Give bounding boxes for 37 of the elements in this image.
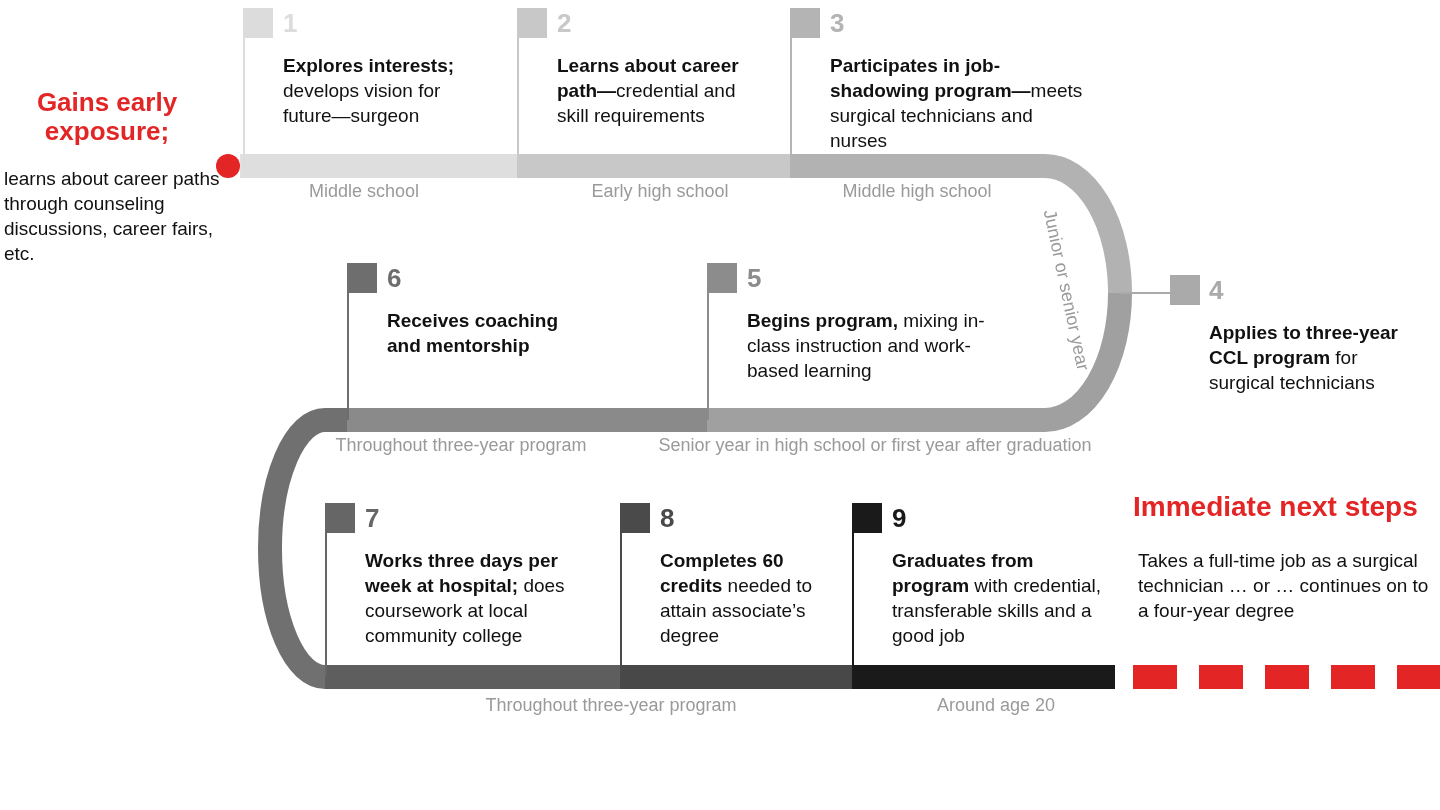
timeline-track	[517, 154, 790, 178]
step-number: 5	[747, 263, 762, 293]
step-number: 7	[365, 503, 380, 533]
timeline-track	[240, 154, 243, 178]
step-description: Begins program, mixing in-class instruction and work-based learning	[747, 309, 986, 383]
step-description: Learns about career path—credential and skill requirements	[557, 54, 740, 128]
step-number: 6	[387, 263, 402, 293]
stage-label: Around age 20	[936, 694, 1056, 716]
timeline-track	[258, 408, 347, 689]
timeline-track	[790, 154, 1132, 294]
step-number: 3	[830, 8, 845, 38]
step-number: 8	[660, 503, 675, 533]
step-description: Explores interests; develops vision for future—surgeon	[283, 54, 456, 128]
step-description: Graduates from program with credential, transferable skills and a good job	[892, 549, 1103, 648]
timeline-track	[325, 665, 620, 689]
stage-label: Middle high school	[842, 180, 992, 202]
step-number: 9	[892, 503, 907, 533]
step-description: Works three days per week at hospital; does coursework at local community college	[365, 549, 566, 648]
stage-label: Junior or senior year	[1038, 207, 1094, 373]
description: learns about career paths through counseling discussions, career fairs, etc.	[4, 167, 221, 266]
stage-label: Early high school	[591, 180, 729, 202]
timeline-track	[347, 408, 707, 432]
step-description: Completes 60 credits needed to attain associate’s degree	[660, 549, 814, 648]
timeline-track	[707, 292, 1132, 432]
stage-label: Middle school	[308, 180, 420, 202]
description: Takes a full-time job as a surgical technician … or … continues on to a four-year degree	[1138, 549, 1430, 623]
heading: Gains early exposure;	[35, 88, 179, 146]
step-description: Receives coaching and mentorship	[387, 309, 560, 358]
step-description: Applies to three-year CCL program for surgical technicians	[1209, 321, 1399, 395]
stage-label: Senior year in high school or first year after graduation	[658, 434, 1092, 456]
timeline-track	[243, 154, 517, 178]
heading: Immediate next steps	[1133, 490, 1418, 524]
timeline-track	[620, 665, 852, 689]
step-description: Participates in job-shadowing program—meets surgical technicians and nurses	[830, 54, 1084, 153]
stage-label: Throughout three-year program	[485, 694, 737, 716]
step-number: 4	[1209, 275, 1224, 305]
stage-label: Throughout three-year program	[335, 434, 587, 456]
